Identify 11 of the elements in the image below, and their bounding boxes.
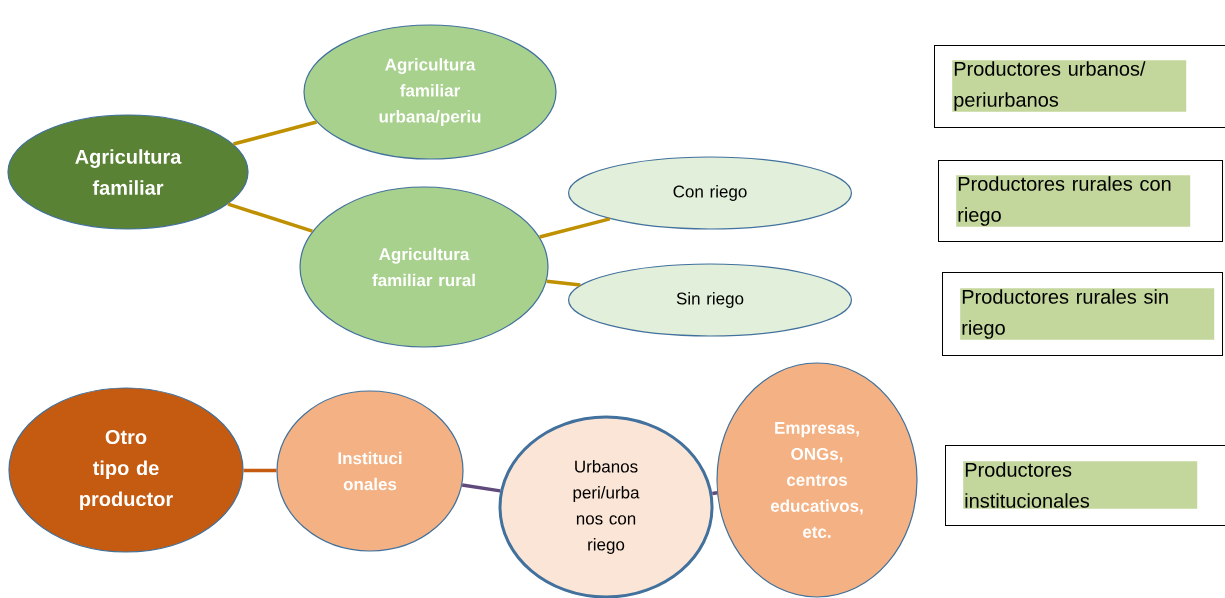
connector-line: [539, 217, 611, 239]
connector-line: [233, 120, 318, 146]
connector-line: [243, 468, 277, 473]
connector-line: [546, 279, 581, 287]
category-box: Productores urbanos/ periurbanos: [934, 45, 1225, 128]
category-box: Productores rurales sin riego: [942, 272, 1223, 356]
connector-line: [461, 483, 501, 493]
category-box: Productores institucionales: [945, 445, 1225, 526]
category-box: Productores rurales con riego: [938, 160, 1223, 242]
connector-line: [227, 202, 313, 233]
connector-line: [712, 491, 718, 496]
